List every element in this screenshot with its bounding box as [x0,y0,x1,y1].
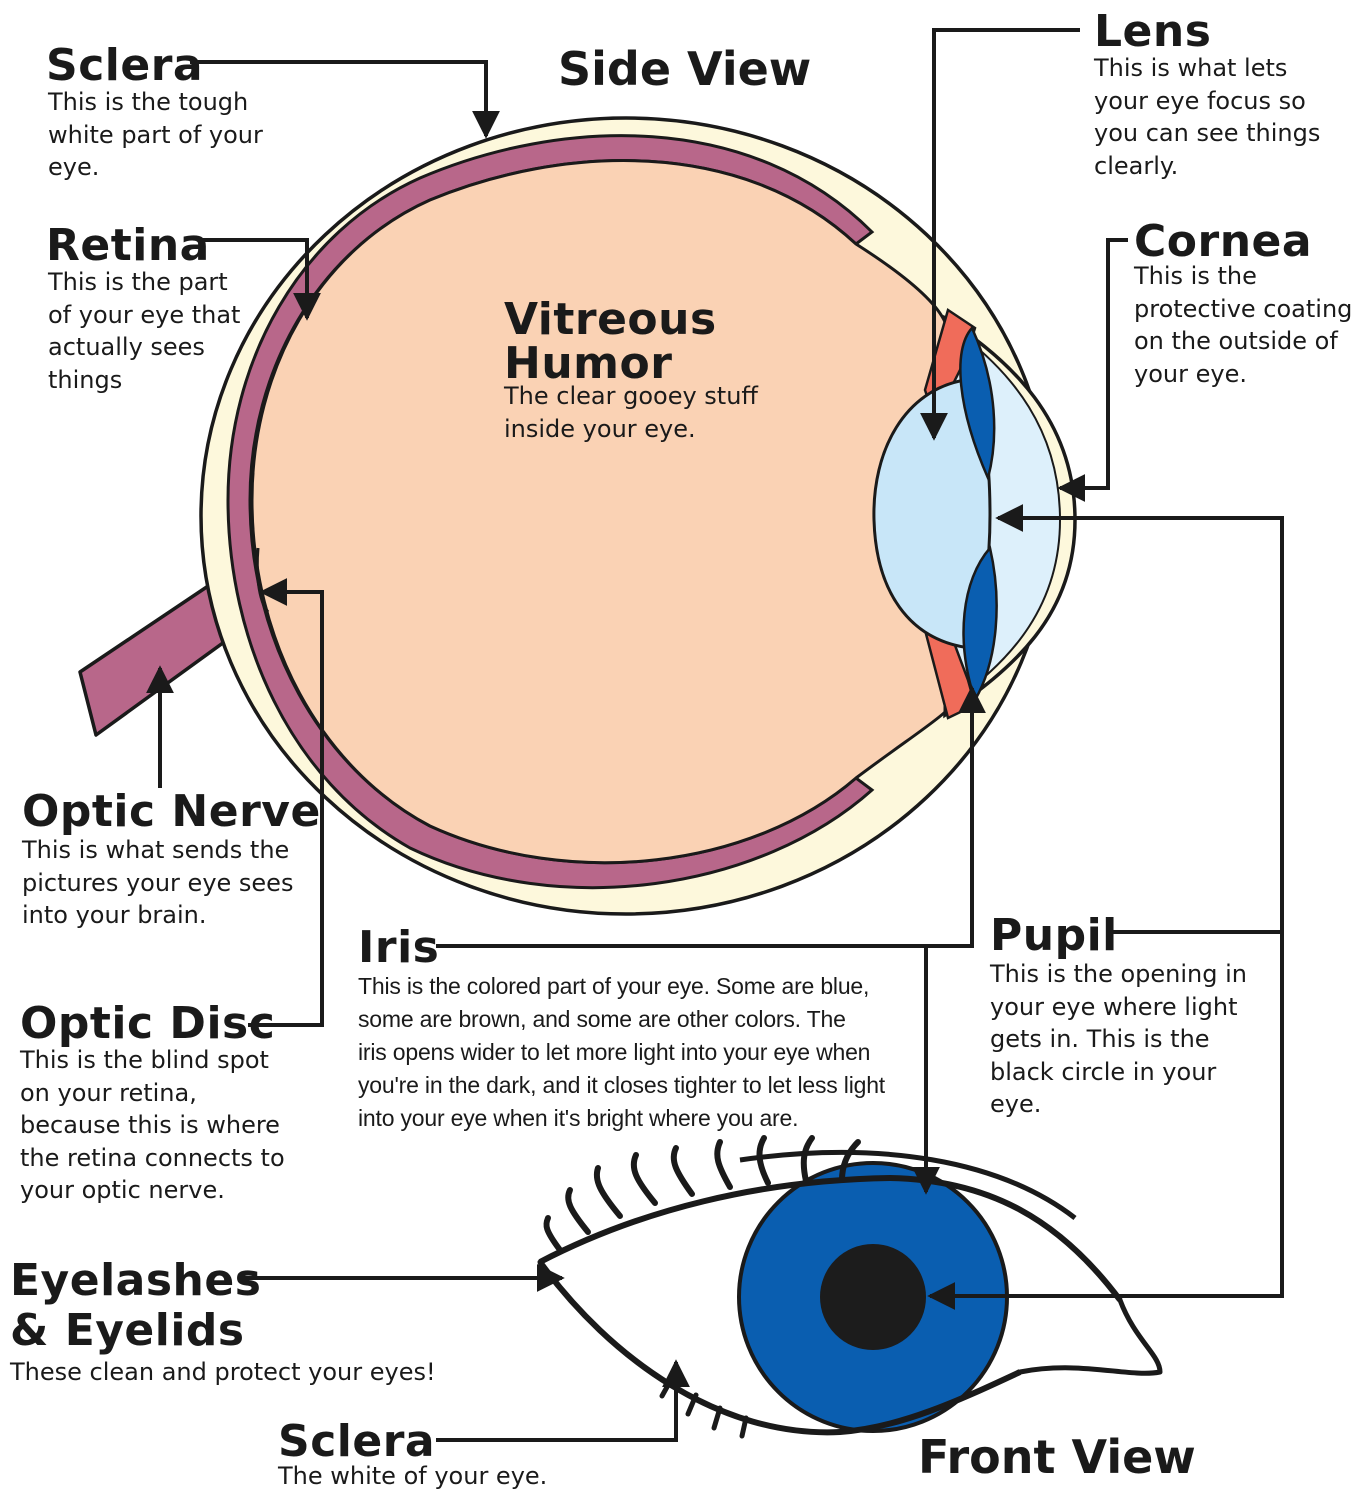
eyelashes-line: These clean and protect your eyes! [10,1356,436,1389]
sclera-front-title: Sclera [278,1420,435,1464]
lens-line: you can see things [1094,117,1320,150]
sclera-side-line: This is the tough [48,86,263,119]
cornea-title: Cornea [1134,220,1312,264]
front-view-title: Front View [918,1434,1196,1480]
pupil-line: black circle in your [990,1056,1247,1089]
optic-nerve-line: pictures your eye sees [22,867,293,900]
front-view-eye [540,1138,1160,1436]
retina-line: things [48,364,240,397]
sclera-front-line: The white of your eye. [278,1460,547,1493]
lens-line: This is what lets [1094,52,1320,85]
eyelashes-title: Eyelashes & Eyelids [10,1256,261,1356]
retina-line: actually sees [48,331,240,364]
pupil-disc [820,1244,926,1350]
optic-disc-line: because this is where [20,1109,285,1142]
optic-nerve-title: Optic Nerve [22,790,321,834]
eyelashes-description: These clean and protect your eyes! [10,1356,436,1389]
retina-line: This is the part [48,266,240,299]
optic-disc-title: Optic Disc [20,1002,275,1046]
vitreous-title-line: Vitreous [504,298,717,342]
iris-line: some are brown, and some are other color… [358,1003,885,1036]
optic-nerve-description: This is what sends the pictures your eye… [22,834,293,932]
retina-line: of your eye that [48,299,240,332]
sclera-side-description: This is the tough white part of your eye… [48,86,263,184]
sclera-front-description: The white of your eye. [278,1460,547,1493]
cornea-pointer [1060,240,1128,488]
vitreous-line: inside your eye. [504,413,758,446]
sclera-side-line: white part of your [48,119,263,152]
iris-line: you're in the dark, and it closes tighte… [358,1069,885,1102]
sclera-front-pointer [436,1362,676,1440]
pupil-description: This is the opening in your eye where li… [990,958,1247,1121]
sclera-side-line: eye. [48,151,263,184]
optic-nerve-line: into your brain. [22,899,293,932]
vitreous-humor-title: Vitreous Humor [504,298,717,386]
lens-line: your eye focus so [1094,85,1320,118]
retina-title: Retina [46,224,210,268]
retina-description: This is the part of your eye that actual… [48,266,240,396]
lens-line: clearly. [1094,150,1320,183]
vitreous-line: The clear gooey stuff [504,380,758,413]
optic-disc-line: your optic nerve. [20,1174,285,1207]
eyelashes-title-line: Eyelashes [10,1256,261,1306]
pupil-title: Pupil [990,914,1118,958]
cornea-line: on the outside of [1134,325,1352,358]
iris-line: iris opens wider to let more light into … [358,1036,885,1069]
vitreous-humor-shape [252,161,945,863]
vitreous-humor-description: The clear gooey stuff inside your eye. [504,380,758,445]
optic-disc-line: on your retina, [20,1077,285,1110]
optic-disc-line: the retina connects to [20,1142,285,1175]
cornea-line: your eye. [1134,358,1352,391]
cornea-line: This is the [1134,260,1352,293]
iris-title: Iris [358,926,439,970]
eyelashes-title-line: & Eyelids [10,1306,261,1356]
iris-line: into your eye when it's bright where you… [358,1102,885,1135]
pupil-line: This is the opening in [990,958,1247,991]
lens-description: This is what lets your eye focus so you … [1094,52,1320,182]
optic-disc-description: This is the blind spot on your retina, b… [20,1044,285,1207]
sclera-side-title: Sclera [46,44,203,88]
iris-line: This is the colored part of your eye. So… [358,970,885,1003]
cornea-description: This is the protective coating on the ou… [1134,260,1352,390]
optic-nerve-line: This is what sends the [22,834,293,867]
pupil-line: your eye where light [990,991,1247,1024]
optic-disc-line: This is the blind spot [20,1044,285,1077]
pupil-line: gets in. This is the [990,1023,1247,1056]
cornea-line: protective coating [1134,293,1352,326]
pupil-line: eye. [990,1088,1247,1121]
lens-title: Lens [1094,10,1211,54]
iris-description: This is the colored part of your eye. So… [358,970,885,1135]
side-view-title: Side View [558,46,811,92]
